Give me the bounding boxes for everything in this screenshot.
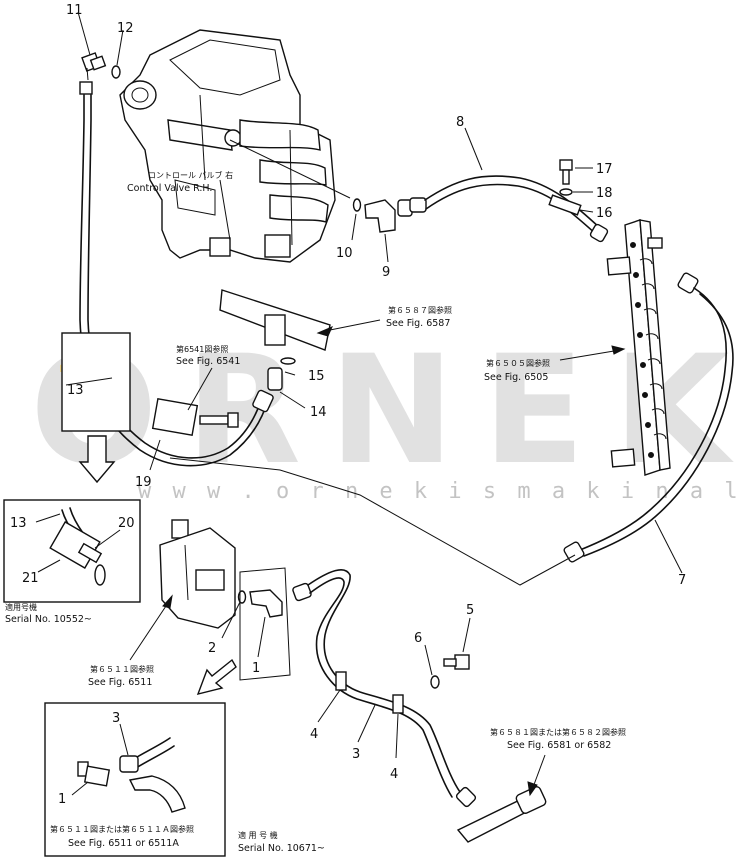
callout-11: 11 xyxy=(66,3,83,18)
part-16-clamp xyxy=(548,194,582,216)
down-arrow xyxy=(78,435,116,484)
fig6587-label-en: See Fig. 6587 xyxy=(386,318,450,329)
fig6587-label-jp: 第６５８７図参照 xyxy=(388,305,452,315)
fig6511-label-en: See Fig. 6511 xyxy=(88,677,152,688)
callout-15: 15 xyxy=(308,369,325,384)
part-1-elbow xyxy=(249,589,283,618)
callout-2: 2 xyxy=(208,641,216,656)
callout-8: 8 xyxy=(456,115,464,130)
fig6511a-label-en: See Fig. 6511 or 6511A xyxy=(68,838,179,849)
serial2-label-jp: 適 用 号 機 xyxy=(238,830,278,840)
callout-20: 20 xyxy=(118,516,135,531)
control-valve-label-jp: コントロール バルブ 右 xyxy=(148,170,233,180)
plate-fig6587 xyxy=(219,289,331,351)
part-15-oring xyxy=(280,357,296,365)
callout-21: 21 xyxy=(22,571,39,586)
callout-4a: 4 xyxy=(310,727,318,742)
hose-7 xyxy=(563,272,734,563)
part-10-oring xyxy=(352,198,362,212)
callout-9: 9 xyxy=(382,265,390,280)
part-19-clamp xyxy=(151,397,239,437)
callout-14: 14 xyxy=(310,405,327,420)
fig6541-label-jp: 第6541図参照 xyxy=(176,344,228,354)
part-6-washer xyxy=(430,675,440,689)
serial1-label-en: Serial No. 10552~ xyxy=(5,614,92,625)
part-18-washer xyxy=(559,188,573,196)
part-9-elbow xyxy=(364,199,413,233)
callout-1: 1 xyxy=(252,661,260,676)
rail-fig6505 xyxy=(606,219,671,476)
pipe-fig6581 xyxy=(456,786,547,843)
callout-12: 12 xyxy=(117,21,134,36)
fig6581-label-en: See Fig. 6581 or 6582 xyxy=(507,740,611,751)
part-17-bolt xyxy=(559,159,573,185)
callout-13: 13 xyxy=(67,383,84,398)
part-4-clamp-a xyxy=(335,671,347,691)
callout-10: 10 xyxy=(336,246,353,261)
watermark: ORNEK w w w . o r n e k i s m a k i n a … xyxy=(30,324,738,504)
control-valve-rh xyxy=(119,29,351,263)
fig6511a-label-jp: 第６５１１図または第６５１１Ａ図参照 xyxy=(50,824,194,834)
callout-17: 17 xyxy=(596,162,613,177)
callout-4b: 4 xyxy=(390,767,398,782)
serial2-label-en: Serial No. 10671~ xyxy=(238,843,325,854)
watermark-url: w w w . o r n e k i s m a k i n a l a r … xyxy=(138,479,738,504)
connector-line xyxy=(169,457,576,586)
fig6581-label-jp: 第６５８１図または第６５８２図参照 xyxy=(490,727,626,737)
part-14-elbow xyxy=(252,367,283,413)
detail-lower-assembly xyxy=(77,737,186,813)
callout-5: 5 xyxy=(466,603,474,618)
diagonal-arrow xyxy=(196,658,237,696)
callout-6: 6 xyxy=(414,631,422,646)
fig6511-label-jp: 第６５１１図参照 xyxy=(90,664,154,674)
callout-3a: 3 xyxy=(352,747,360,762)
fig6541-label-en: See Fig. 6541 xyxy=(176,356,240,367)
detail-box-13 xyxy=(61,332,131,432)
part-11-elbow xyxy=(81,52,107,81)
hose-3 xyxy=(292,569,477,808)
callout-3b: 3 xyxy=(112,711,120,726)
hose-8 xyxy=(409,175,609,243)
watermark-brand: ORNEK xyxy=(30,324,738,498)
callout-13b: 13 xyxy=(10,516,27,531)
callout-16: 16 xyxy=(596,206,613,221)
callout-18: 18 xyxy=(596,186,613,201)
callout-19: 19 xyxy=(135,475,152,490)
block-fig6511 xyxy=(159,519,236,629)
serial1-label-jp: 適用号機 xyxy=(5,602,37,612)
part-4-clamp-b xyxy=(392,694,404,714)
callout-1b: 1 xyxy=(58,792,66,807)
detail-20-21-assembly xyxy=(49,507,106,586)
control-valve-label-en: Control Valve R.H. xyxy=(127,183,212,194)
callout-7: 7 xyxy=(678,573,686,588)
part-5-bolt xyxy=(443,654,470,670)
part-12-oring xyxy=(111,65,121,79)
detail-frame-part1 xyxy=(239,567,291,681)
fig6505-label-jp: 第６５０５図参照 xyxy=(486,358,550,368)
fig6505-label-en: See Fig. 6505 xyxy=(484,372,548,383)
